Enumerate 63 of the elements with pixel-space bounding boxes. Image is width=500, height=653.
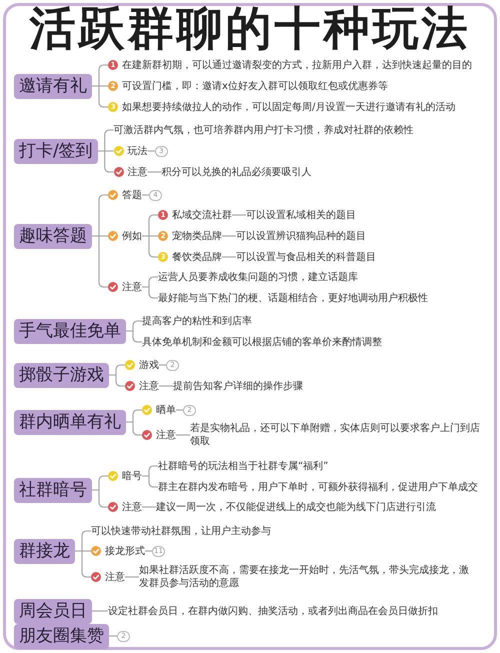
connector-line	[159, 385, 173, 387]
connector-line	[92, 610, 108, 612]
connector-line	[142, 506, 156, 508]
topic-text: 游戏	[139, 358, 159, 372]
connector-line	[176, 434, 190, 436]
connector-line	[126, 421, 142, 436]
main-topic: 群接龙	[14, 538, 75, 564]
topic-text: 可以设置与食品相关的科普题目	[236, 250, 376, 264]
topic-text: 注意	[139, 380, 159, 392]
topic-text: 接龙形式	[105, 544, 145, 558]
topic-text: 例如	[122, 230, 142, 242]
connector-line	[142, 194, 149, 196]
main-topic: 趣味答题	[14, 224, 92, 248]
topic-text: 建议一周一次，不仅能促进线上的成交也能为线下门店进行引流	[156, 500, 436, 514]
topic-text: 宠物类品牌	[172, 230, 222, 242]
topic-text: 设定社群会员日，在群内做闪购、抽奖活动，或者列出商品在会员日做折扣	[108, 604, 438, 618]
topic-text: 注意	[122, 500, 142, 514]
main-topic: 周会员日	[14, 598, 92, 624]
topic-text: 可以设置私域相关的题目	[246, 208, 356, 222]
topic-text: 提高客户的粘性和到店率	[142, 314, 252, 328]
topic-text: 具体免单机制和金额可以根据店铺的客单价来酌情调整	[142, 336, 382, 348]
connector-line	[125, 576, 139, 578]
main-topic: 掷骰子游戏	[14, 362, 109, 388]
topic-text: 暗号	[122, 470, 142, 482]
connector-line	[109, 635, 117, 637]
topic-text: 餐饮类品牌	[172, 250, 222, 264]
topic-text: 答题	[122, 188, 142, 202]
topic-text: 可激活群内气氛，也可培养群内用户打卡习惯，养成对社群的依赖性	[114, 124, 414, 136]
main-topic: 打卡/签到	[14, 138, 98, 164]
topic-text: 晒单	[156, 404, 176, 416]
topic-text: 注意	[122, 280, 142, 294]
connector-line	[159, 364, 166, 366]
connector-line	[222, 235, 236, 237]
topic-text: 玩法	[128, 144, 148, 158]
topic-text: 如果社群活跃度不高，需要在接龙一开始时，先活气氛，带头完成接龙，激发群员参与活动的意愿	[139, 564, 470, 590]
topic-text: 私域交流社群	[172, 208, 232, 222]
topic-text: 在建新群初期，可以通过邀请裂变的方式，拉新用户入群，达到快速起量的目的	[122, 58, 472, 72]
topic-text: 可以快速带动社群氛围，让用户主动参与	[91, 524, 271, 538]
connector-line	[148, 150, 155, 152]
connector-line	[222, 256, 236, 258]
main-topic: 朋友圈集赞	[14, 624, 109, 648]
main-topic: 手气最佳免单	[14, 318, 126, 344]
title: 活跃群聊的十种玩法	[28, 2, 472, 54]
main-topic: 社群暗号	[14, 478, 92, 502]
topic-text: 可以设置辨识猫狗品种的题目	[236, 230, 366, 242]
topic-text: 如果想要持续做拉人的动作，可以固定每周/月设置一天进行邀请有礼的活动	[122, 100, 456, 114]
topic-text: 运营人员要养成收集问题的习惯，建立话题库	[158, 270, 358, 284]
topic-text: 积分可以兑换的礼品必须要吸引人	[162, 166, 312, 178]
topic-text: 注意	[105, 570, 125, 584]
topic-text: 可设置门槛，即：邀请x位好友入群可以领取红包或优惠券等	[122, 80, 388, 92]
connector-line	[176, 409, 183, 411]
connector-line	[145, 550, 152, 552]
topic-text: 若是实物礼品，还可以下单附赠，实体店则可以要求客户上门到店领取	[190, 422, 481, 448]
connector-line	[232, 214, 246, 216]
topic-text: 最好能与当下热门的梗、话题相结合，更好地调动用户积极性	[158, 292, 428, 304]
main-topic: 群内晒单有礼	[14, 410, 126, 434]
topic-text: 注意	[128, 166, 148, 178]
topic-text: 群主在群内发布暗号，用户下单时，可额外获得福利，促进用户下单成交	[158, 480, 478, 494]
topic-text: 提前告知客户详细的操作步骤	[173, 380, 303, 392]
topic-text: 社群暗号的玩法相当于社群专属“福利”	[158, 460, 328, 472]
topic-text: 注意	[156, 428, 176, 442]
connector-line	[148, 171, 162, 173]
main-topic: 邀请有礼	[14, 74, 92, 98]
